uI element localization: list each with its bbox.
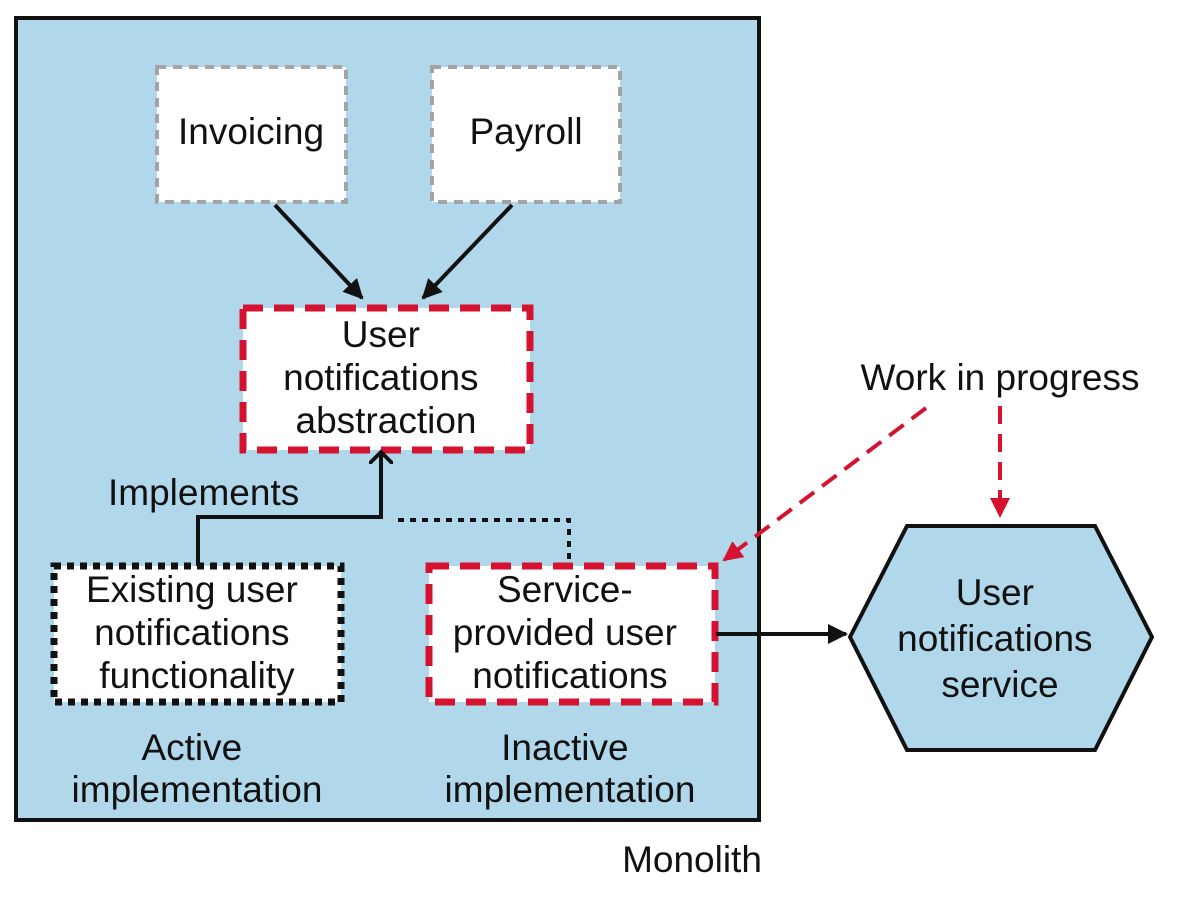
service-line-1: User	[956, 572, 1034, 613]
monolith-label: Monolith	[622, 839, 762, 880]
service-provided-box	[425, 562, 719, 706]
service-provided-label: Service- provided user notifications	[453, 569, 687, 696]
inactive-implementation-caption: Inactive implementation	[445, 727, 696, 810]
existing-line-3: functionality	[99, 655, 295, 696]
abstraction-label: User notifications abstraction	[283, 314, 489, 441]
implements-label: Implements	[108, 472, 299, 513]
inactive-caption-line-2: implementation	[445, 769, 696, 810]
active-implementation-caption: Active implementation	[72, 727, 323, 810]
abstraction-line-2: notifications	[283, 357, 478, 398]
invoicing-box	[155, 65, 348, 204]
payroll-box	[430, 65, 622, 204]
implements-connector	[196, 452, 381, 566]
active-caption-line-2: implementation	[72, 769, 323, 810]
wip-to-service-provided-arrow	[722, 406, 928, 562]
service-provided-line-2: provided user	[453, 612, 677, 653]
existing-functionality-box	[50, 562, 345, 706]
existing-line-2: notifications	[94, 612, 289, 653]
service-line-3: service	[941, 664, 1058, 705]
service-label: User notifications service	[897, 572, 1103, 705]
invoicing-to-abstraction-arrow	[273, 203, 364, 300]
abstraction-line-1: User	[342, 314, 420, 355]
hexagon-shape	[847, 524, 1155, 752]
invoicing-label: Invoicing	[178, 111, 324, 152]
payroll-to-abstraction-arrow	[421, 203, 514, 300]
service-provided-line-3: notifications	[472, 655, 667, 696]
service-line-2: notifications	[897, 618, 1092, 659]
inactive-dotted-connector	[398, 518, 571, 566]
payroll-label: Payroll	[469, 111, 582, 152]
active-caption-line-1: Active	[141, 727, 242, 768]
work-in-progress-label: Work in progress	[861, 357, 1140, 398]
abstraction-line-3: abstraction	[296, 400, 477, 441]
service-provided-line-1: Service-	[497, 569, 633, 610]
existing-functionality-label: Existing user notifications functionalit…	[86, 569, 308, 696]
inactive-caption-line-1: Inactive	[501, 727, 629, 768]
existing-line-1: Existing user	[86, 569, 298, 610]
